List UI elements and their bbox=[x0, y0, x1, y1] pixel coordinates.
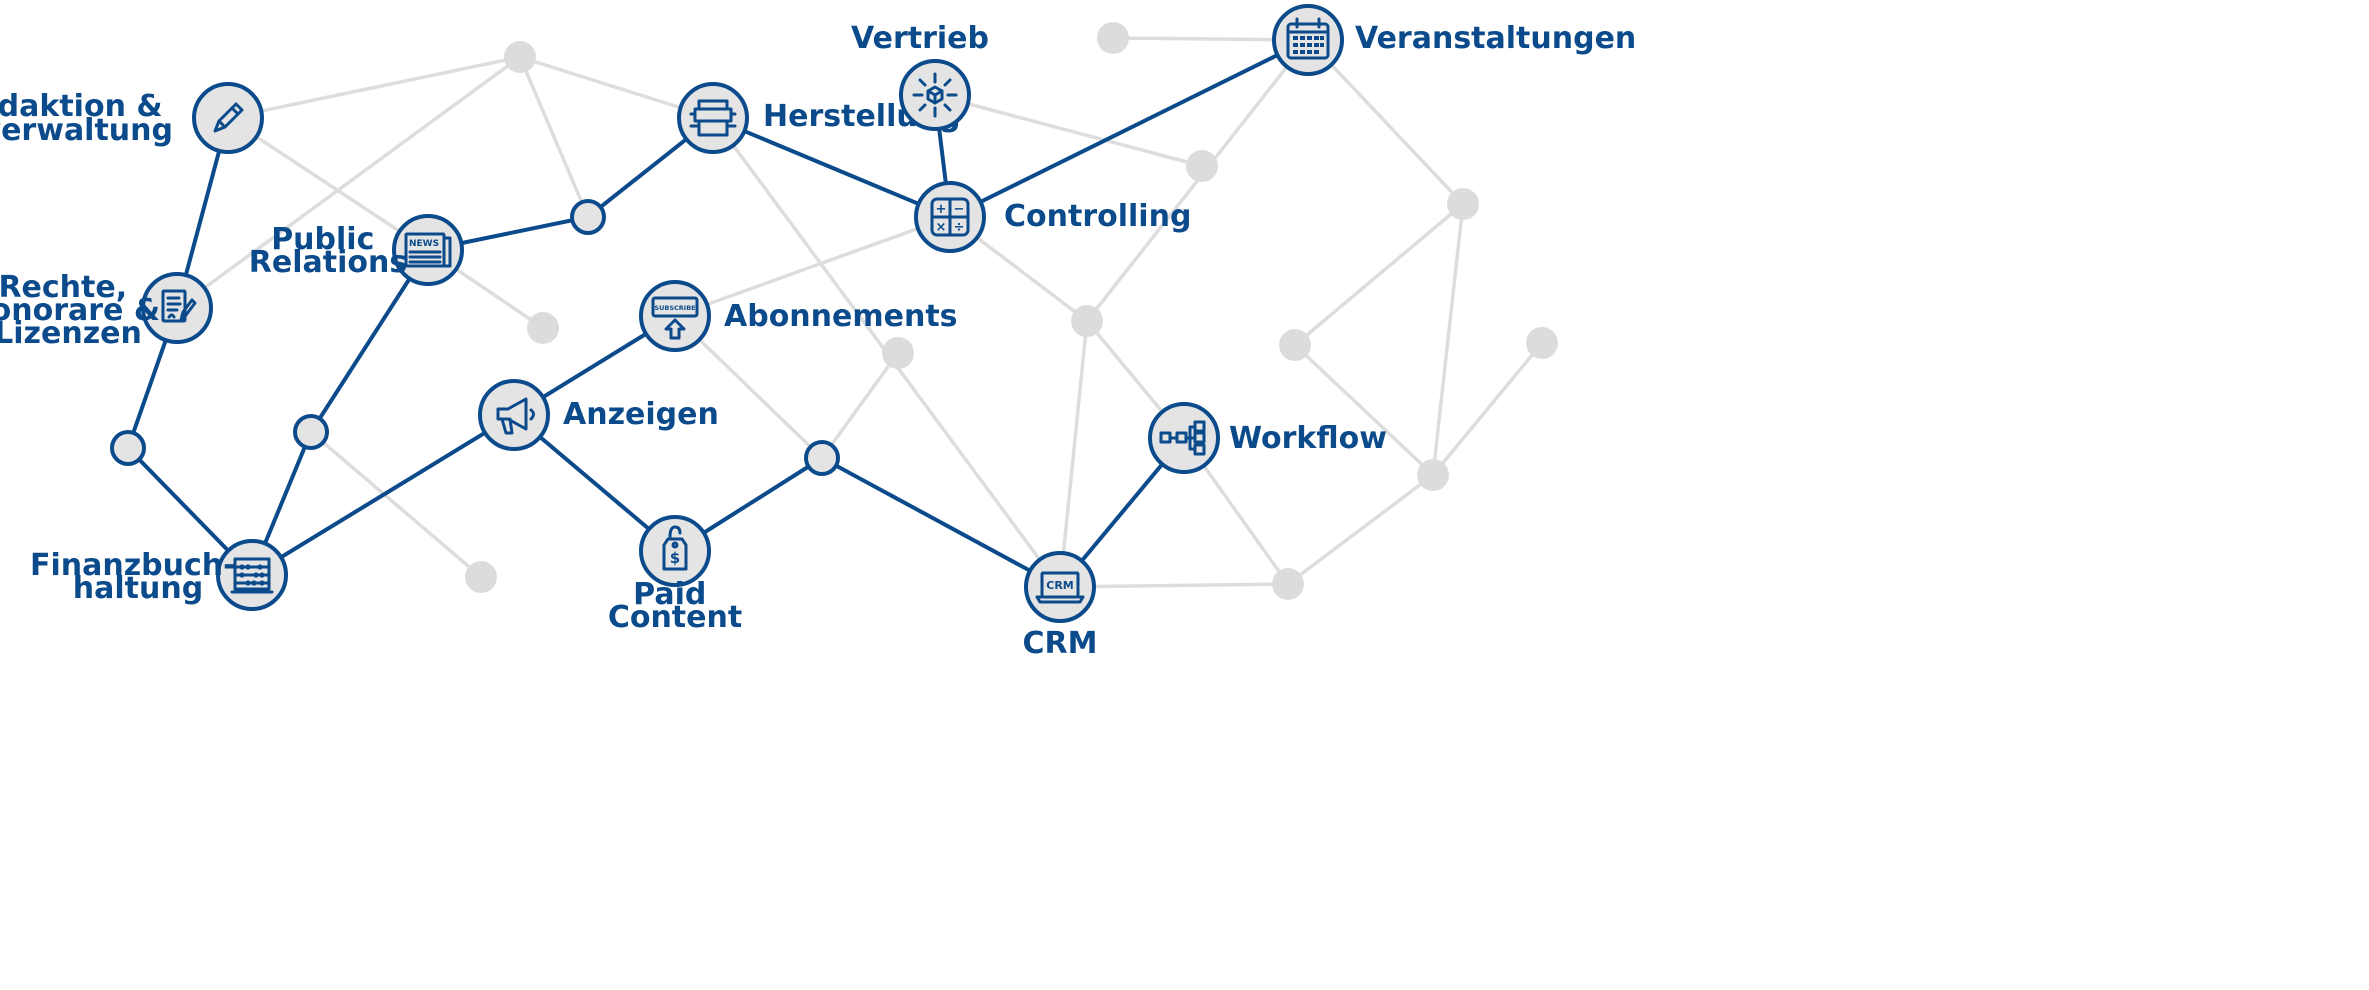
megaphone-icon bbox=[496, 397, 535, 435]
module-label: CRM bbox=[1023, 626, 1098, 661]
module-veranstaltungen[interactable]: Veranstaltungen bbox=[1272, 4, 1636, 76]
junction-node bbox=[110, 430, 146, 466]
module-rechte[interactable]: Rechte, Honorare & Lizenzen bbox=[0, 270, 213, 351]
network-node bbox=[1272, 568, 1304, 600]
module-label: Abonnements bbox=[724, 299, 958, 334]
junction-node bbox=[570, 199, 606, 235]
module-label: Public Relations bbox=[249, 222, 407, 280]
svg-text:SUBSCRIBE: SUBSCRIBE bbox=[654, 304, 695, 312]
module-finanzbuchhaltung[interactable]: Finanzbuch- haltung bbox=[30, 539, 288, 611]
network-node bbox=[1097, 22, 1129, 54]
module-controlling[interactable]: + − × ÷ Controlling bbox=[914, 181, 1191, 253]
subscribe-icon: SUBSCRIBE bbox=[651, 296, 699, 340]
module-label: Rechte, Honorare & Lizenzen bbox=[0, 270, 170, 351]
module-label: Anzeigen bbox=[563, 397, 719, 432]
svg-text:$: $ bbox=[670, 549, 680, 567]
network-node bbox=[1526, 327, 1558, 359]
network-node bbox=[527, 312, 559, 344]
price-tag-icon: $ bbox=[662, 525, 688, 571]
module-anzeigen[interactable]: Anzeigen bbox=[478, 379, 719, 451]
printing-press-icon bbox=[689, 99, 737, 137]
inactive-nodes bbox=[465, 22, 1558, 600]
contract-icon bbox=[161, 289, 197, 323]
module-label: Veranstaltungen bbox=[1355, 21, 1636, 56]
module-label: Finanzbuch- haltung bbox=[30, 548, 246, 606]
module-label: Controlling bbox=[1004, 199, 1191, 234]
module-label: Paid Content bbox=[608, 577, 742, 635]
network-node bbox=[1071, 305, 1103, 337]
junction-nodes bbox=[110, 199, 840, 476]
module-paid-content[interactable]: $ Paid Content bbox=[608, 515, 742, 635]
module-workflow[interactable]: Workflow bbox=[1148, 402, 1387, 474]
module-abonnements[interactable]: SUBSCRIBE Abonnements bbox=[639, 280, 958, 352]
network-node bbox=[465, 561, 497, 593]
junction-node bbox=[293, 414, 329, 450]
svg-text:×: × bbox=[936, 220, 947, 235]
calculator-icon: + − × ÷ bbox=[930, 197, 970, 237]
module-redaktion[interactable]: Redaktion & Titelverwaltung bbox=[0, 82, 264, 154]
module-label: Workflow bbox=[1229, 421, 1387, 456]
junction-node bbox=[804, 440, 840, 476]
module-public-relations[interactable]: NEWS Public Relations bbox=[249, 214, 464, 286]
svg-text:CRM: CRM bbox=[1046, 579, 1074, 592]
network-node bbox=[1447, 188, 1479, 220]
pencil-icon bbox=[213, 102, 244, 133]
module-herstellung[interactable]: Herstellung bbox=[677, 82, 961, 154]
module-vertrieb[interactable]: Vertrieb bbox=[851, 21, 989, 131]
distribution-icon bbox=[912, 72, 958, 118]
module-crm[interactable]: CRM CRM bbox=[1023, 551, 1098, 661]
svg-text:+: + bbox=[936, 202, 947, 217]
calendar-icon bbox=[1286, 17, 1330, 60]
network-node bbox=[1279, 329, 1311, 361]
workflow-icon bbox=[1159, 420, 1206, 456]
module-label: Vertrieb bbox=[851, 21, 989, 56]
network-node bbox=[1186, 150, 1218, 182]
newspaper-icon: NEWS bbox=[404, 232, 452, 268]
network-node bbox=[504, 41, 536, 73]
network-node bbox=[1417, 459, 1449, 491]
svg-text:÷: ÷ bbox=[954, 220, 965, 235]
module-label: Redaktion & Titelverwaltung bbox=[0, 89, 173, 148]
crm-laptop-icon: CRM bbox=[1035, 571, 1085, 604]
svg-text:NEWS: NEWS bbox=[409, 239, 439, 249]
svg-text:−: − bbox=[954, 202, 965, 217]
network-node bbox=[882, 337, 914, 369]
abacus-icon bbox=[230, 557, 274, 594]
